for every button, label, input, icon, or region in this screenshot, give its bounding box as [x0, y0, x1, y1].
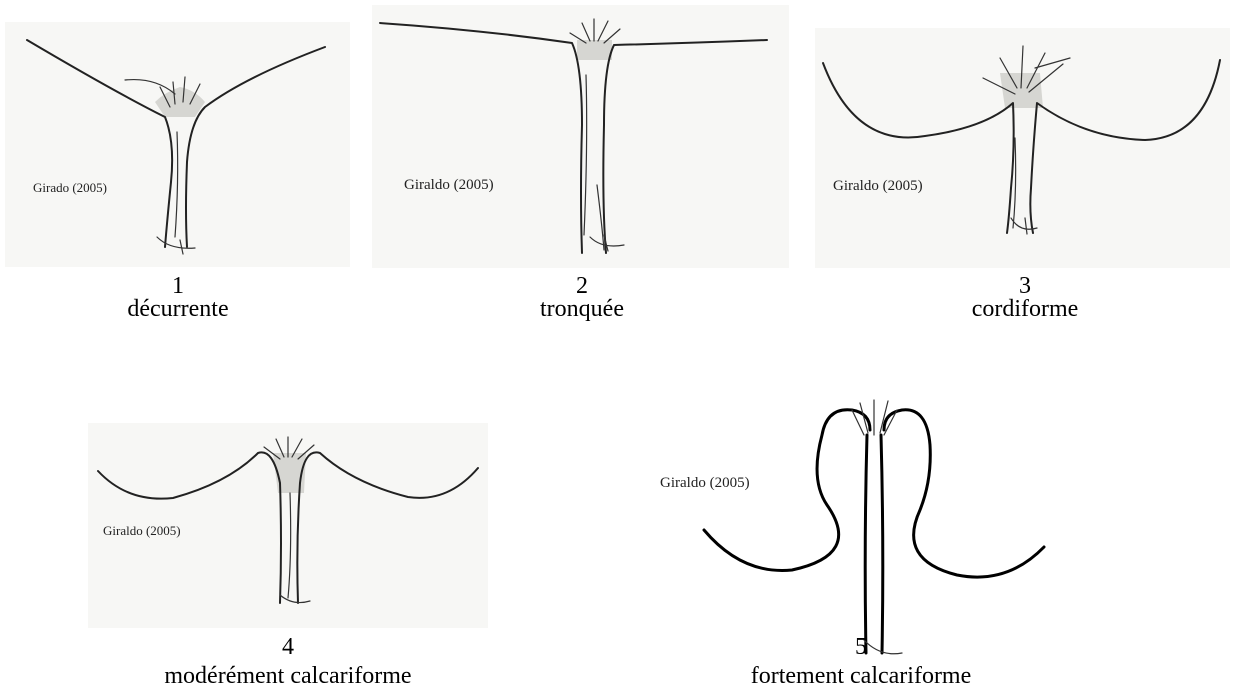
figure-credit: Giraldo (2005) [833, 178, 923, 195]
shape-name: décurrente [68, 297, 288, 321]
leaf-base-illustration-4: Giraldo (2005) [88, 423, 488, 628]
shape-name: tronquée [472, 297, 692, 321]
shape-name: fortement calcariforme [711, 664, 1011, 688]
leaf-base-illustration-1: Girado (2005) [5, 22, 350, 267]
figure-credit: Girado (2005) [33, 180, 107, 196]
leaf-base-illustration-5: Giraldo (2005) [652, 395, 1052, 660]
shape-name: cordiforme [915, 297, 1135, 321]
shape-number: 3 [1010, 274, 1040, 298]
shape-name: modérément calcariforme [108, 664, 468, 688]
figure-credit: Giraldo (2005) [404, 177, 494, 194]
figure-credit: Giraldo (2005) [103, 523, 181, 539]
shape-number: 1 [163, 274, 193, 298]
truncate-leaf-drawing [372, 5, 789, 268]
cordate-leaf-drawing [815, 28, 1230, 268]
decurrent-leaf-drawing [5, 22, 350, 267]
strongly-calcariform-leaf-drawing [652, 395, 1052, 660]
leaf-base-illustration-3: Giraldo (2005) [815, 28, 1230, 268]
shape-number: 5 [846, 635, 876, 659]
figure-credit: Giraldo (2005) [660, 475, 750, 492]
leaf-base-illustration-2: Giraldo (2005) [372, 5, 789, 268]
shape-number: 2 [567, 274, 597, 298]
shape-number: 4 [273, 635, 303, 659]
